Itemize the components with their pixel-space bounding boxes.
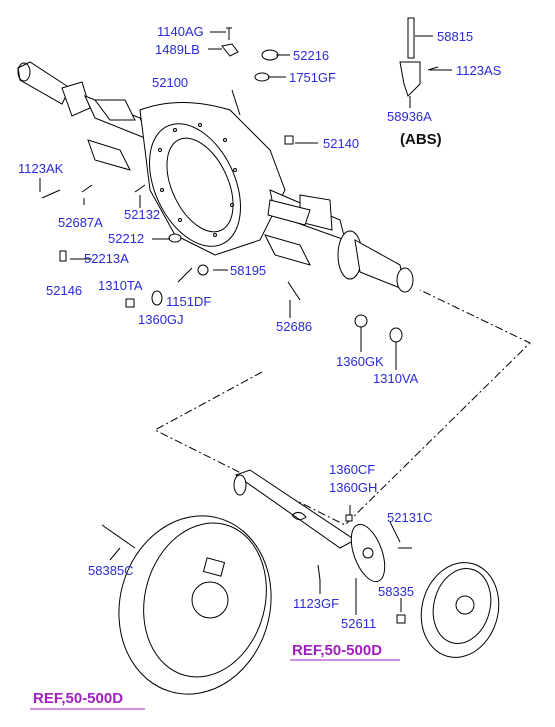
part-label-52213A: 52213A [84,251,129,266]
part-label-52611: 52611 [341,616,377,631]
assembly-outline [153,289,531,526]
part-label-1123AK: 1123AK [18,161,64,176]
axle-shaft [233,469,386,583]
axle-housing [17,61,414,293]
part-label-1123AS: 1123AS [456,63,502,78]
part-label-58385C: 58385C [88,563,134,578]
reference-link-right[interactable]: REF,50-500D [292,642,383,659]
part-label-58335: 58335 [378,584,415,599]
part-label-1751GF: 1751GF [289,70,336,85]
part-label-1360GK: 1360GK [336,354,384,369]
part-label-1310VA: 1310VA [373,371,419,386]
part-label-1360GJ: 1360GJ [138,312,184,327]
abs-label: (ABS) [400,131,442,148]
part-label-52140: 52140 [323,136,360,151]
brake-backing-plate-left [118,515,272,695]
part-label-52686: 52686 [276,319,313,334]
part-label-1489LB: 1489LB [155,42,200,57]
part-label-58815: 58815 [437,29,474,44]
part-label-1123GF: 1123GF [293,596,340,611]
part-label-1360GH: 1360GH [329,480,378,495]
leader-lines [30,31,452,710]
part-label-1140AG: 1140AG [157,24,204,39]
part-label-52132: 52132 [124,207,161,222]
part-label-58195: 58195 [230,263,267,278]
brake-backing-plate-right [420,562,500,658]
part-label-58936A: 58936A [387,109,432,124]
reference-link-left[interactable]: REF,50-500D [33,690,124,707]
part-label-52687A: 52687A [58,215,103,230]
part-label-52216: 52216 [293,48,330,63]
abs-sensor [399,17,439,97]
part-label-52100: 52100 [152,75,189,90]
part-label-52131C: 52131C [387,510,433,525]
part-label-52212: 52212 [108,231,145,246]
hardware [41,27,412,624]
part-label-1360CF: 1360CF [329,462,376,477]
part-label-52146: 52146 [46,283,83,298]
part-label-1310TA: 1310TA [98,278,143,293]
part-label-1151DF: 1151DF [166,294,212,309]
